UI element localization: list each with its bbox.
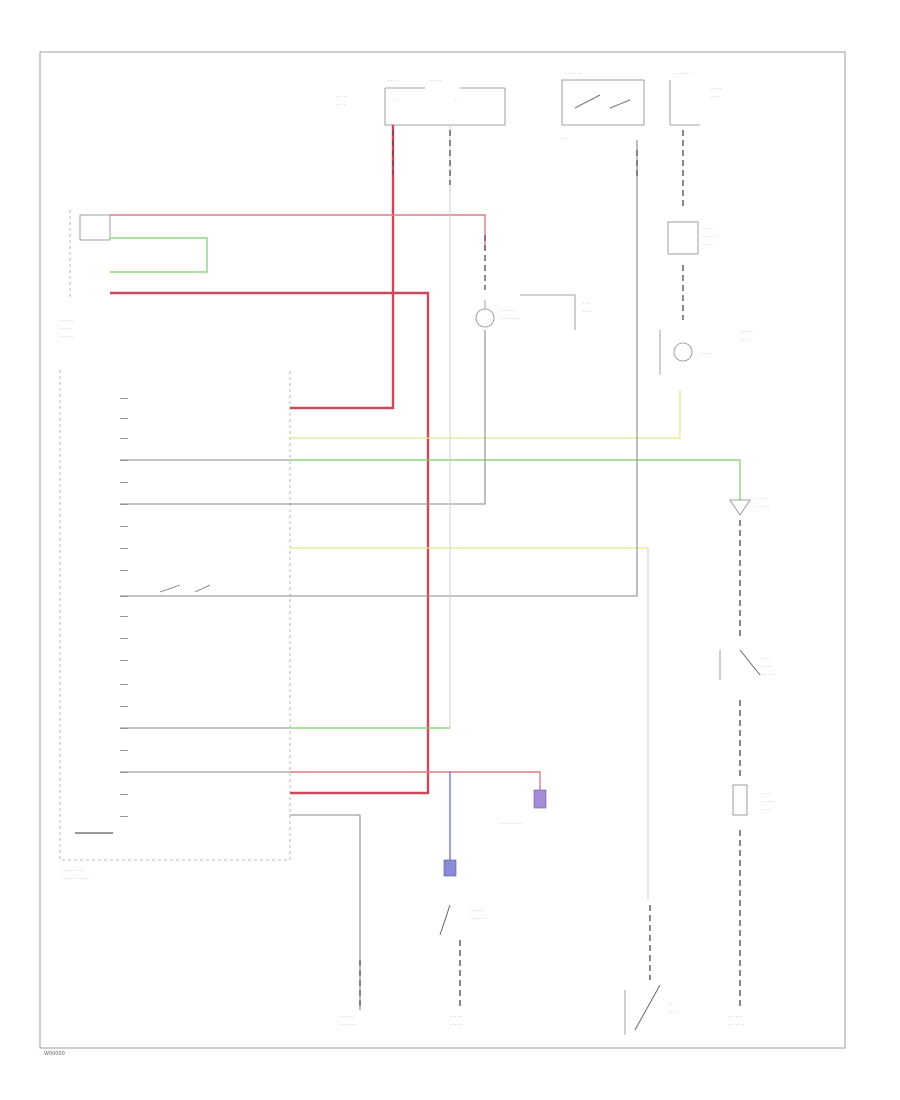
svg-text:· · · · · · ·: · · · · · · · [340,1022,357,1027]
fuse-box-top: · · · · · · · · · · · · · · · · · · · · … [336,78,506,126]
wire-red-power [290,125,395,410]
svg-text:· · · · · ·: · · · · · · [755,504,769,509]
svg-text:· · · · ·: · · · · · [60,326,71,331]
fuse-box-right: · · · · · · · · · · · · · · · · · [669,71,721,126]
svg-text:· · · · ·: · · · · · [336,94,347,99]
svg-text:· · · · ·: · · · · · [703,242,714,247]
svg-text:· · · · · · · · · · ·: · · · · · · · · · · · [62,876,89,881]
svg-text:· ·: · · [395,98,399,103]
svg-text:· · · · · · ·: · · · · · · · [470,916,487,921]
svg-text:· · · · ·: · · · · · [760,791,771,796]
svg-text:· · · ·: · · · · [583,309,592,314]
diagram-frame [39,51,846,1049]
svg-text:· · · ·: · · · · [388,78,397,83]
svg-text:· · · · · ·: · · · · · · [60,334,74,339]
svg-text:· · · · ·: · · · · · [760,664,771,669]
svg-text:· · · ·: · · · · [710,94,719,99]
belt-lamp: · · · · · · · · · · · · · · · [659,329,754,375]
wire-red-sensor [290,771,541,790]
wire-red-main [110,291,430,795]
svg-text:· · · · · ·: · · · · · · [60,318,74,323]
wire-gray-2 [120,330,486,505]
svg-text:· ·: · · [455,98,459,103]
svg-text:· · · · · ·: · · · · · · [760,672,774,677]
svg-text:· · · · · ·: · · · · · · [728,1014,742,1019]
svg-text:· · · · · ·: · · · · · · [340,1014,354,1019]
wire-red-upper [110,214,486,250]
svg-text:· · · · ·: · · · · · [760,807,771,812]
svg-text:· · · · ·: · · · · · [703,226,714,231]
switch-lower-right: · · · · · · · [624,984,677,1035]
indicator-lamp-center: · · · · · · · · · · · · · · · · · · · · … [475,294,592,330]
svg-text:· · · · · ·: · · · · · · [760,799,774,804]
svg-text:· · ·: · · · [583,301,589,306]
svg-text:· · · ·: · · · · [740,337,749,342]
wire-green-long [290,459,741,500]
svg-text:· · · · · ·: · · · · · · [470,908,484,913]
svg-text:· · · · ·: · · · · · [430,78,441,83]
svg-text:· · · ·: · · · · [336,102,345,107]
ground-labels: · · · · · · · · · · · · · · · · · · · · … [340,1014,745,1027]
connector-right-lower: · · · · · · · · · · · · · · · · [732,784,774,816]
module-pins [120,398,128,817]
svg-text:· · · · · ·: · · · · · · [450,1022,464,1027]
svg-text:· · ·: · · · [560,136,566,141]
svg-text:· · · · ·: · · · · · [450,1014,461,1019]
module-switch [159,584,211,593]
wire-gray-3 [120,140,638,597]
svg-text:· · · · · · · ·: · · · · · · · · [500,316,519,321]
svg-text:· · · · ·: · · · · · [755,496,766,501]
buckle-switch: · · · · · · · · · · · · · [439,859,487,936]
control-module: · · · · · · · · · · · · · · · · · · · · [59,370,291,881]
relay-top-right: · · · · · · · · · · · · · · · · [667,221,717,255]
svg-text:· · · · ·: · · · · · [700,351,711,356]
svg-text:· · · · · · · · ·: · · · · · · · · · [62,868,84,873]
wire-green-loop [110,237,208,273]
svg-text:· · ·: · · · [668,1001,674,1006]
svg-text:· · · ·: · · · · [760,656,769,661]
sensor-purple: · · · · · · · · · [500,789,547,826]
svg-text:· · · · · · ·: · · · · · · · [565,71,582,76]
wire-yellow-1 [290,390,681,439]
svg-text:· · · ·: · · · · [668,1009,677,1014]
diode-right: · · · · · · · · · · · [729,496,769,516]
svg-text:· · · · · · ·: · · · · · · · [500,308,517,313]
svg-text:· · · · ·: · · · · · [710,86,721,91]
svg-text:· · · · · · · · ·: · · · · · · · · · [500,821,522,826]
ignition-switch-box: · · · · · · · · · · [560,71,645,141]
svg-text:· · · · · · · ·: · · · · · · · · [672,71,691,76]
switch-right-mid: · · · · · · · · · · · · · · · [719,649,774,680]
connector-left-top: · · · · · · · · · · · · · · · · · [60,210,111,339]
diagram-footer-code: W00000 [44,1051,65,1057]
svg-text:· · · · · ·: · · · · · · [703,234,717,239]
svg-text:· · · · · ·: · · · · · · [740,329,754,334]
wire-gray-6 [290,814,361,1010]
svg-text:· · · · · · ·: · · · · · · · [728,1022,745,1027]
